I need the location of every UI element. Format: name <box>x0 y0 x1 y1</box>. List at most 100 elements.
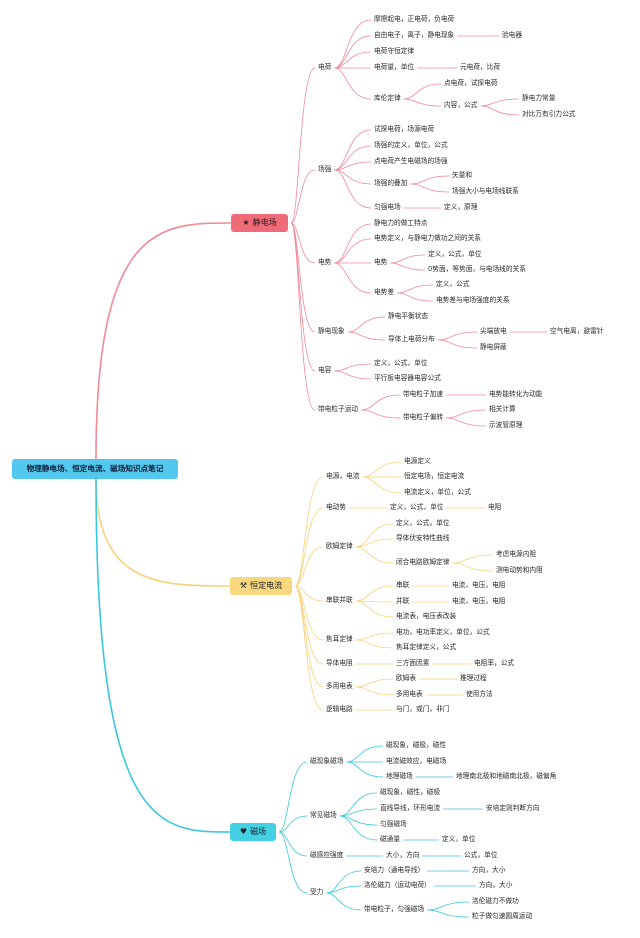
topic-n3a[interactable]: 静电力的做工特点 <box>374 219 428 227</box>
topic-m7[interactable]: 多用电表 <box>326 682 353 690</box>
topic-c2d1[interactable]: 定义，单位 <box>442 835 476 843</box>
topic-n1d[interactable]: 电荷量，单位 <box>374 63 415 71</box>
topic-n1e1[interactable]: 点电荷，试探电荷 <box>444 79 498 87</box>
topic-c1a[interactable]: 磁现象，磁极，磁性 <box>386 741 447 749</box>
topic-n6b1[interactable]: 相关计算 <box>489 405 516 413</box>
topic-c2[interactable]: 常见磁场 <box>310 811 337 819</box>
branch-magnetic-field[interactable]: ♥磁场 <box>230 823 276 841</box>
topic-m2[interactable]: 电动势 <box>326 503 347 511</box>
root-topic[interactable]: 物理静电场、恒定电流、磁场知识点笔记 <box>12 459 178 479</box>
topic-n5[interactable]: 电容 <box>318 366 332 374</box>
topic-n4a[interactable]: 静电平衡状态 <box>388 312 429 320</box>
topic-n1a[interactable]: 摩擦起电，正电荷，负电荷 <box>374 15 455 23</box>
topic-n6b[interactable]: 带电粒子偏转 <box>403 413 444 421</box>
topic-n3c1[interactable]: 定义，公式，单位 <box>428 250 482 258</box>
topic-c2a[interactable]: 磁现象，磁性，磁极 <box>380 788 441 796</box>
topic-c4c2[interactable]: 粒子做匀速圆周运动 <box>472 912 533 920</box>
topic-m4a1[interactable]: 电流，电压，电阻 <box>452 581 506 589</box>
topic-m3c2[interactable]: 测电动势和内阻 <box>496 566 543 574</box>
topic-m5[interactable]: 焦耳定律 <box>326 635 353 643</box>
topic-m8a[interactable]: 与门，或门，非门 <box>396 705 450 713</box>
topic-n4b[interactable]: 导体上电荷分布 <box>388 335 435 343</box>
topic-n3d[interactable]: 电势差 <box>374 288 395 296</box>
topic-m1a[interactable]: 电源定义 <box>404 457 431 465</box>
topic-n1e[interactable]: 库伦定律 <box>374 94 401 102</box>
topic-m2a[interactable]: 定义，公式，单位 <box>390 503 444 511</box>
topic-c1c[interactable]: 地理磁场 <box>386 772 413 780</box>
branch-electrostatic-field[interactable]: ★静电场 <box>231 214 288 232</box>
topic-m7b[interactable]: 多用电表 <box>396 690 423 698</box>
topic-m3c[interactable]: 闭合电路欧姆定律 <box>396 558 450 566</box>
topic-m1[interactable]: 电源，电流 <box>326 472 360 480</box>
topic-m4a[interactable]: 串联 <box>396 581 410 589</box>
topic-m3c1[interactable]: 考虑电源内阻 <box>496 550 537 558</box>
topic-c4b1[interactable]: 方向，大小 <box>479 881 513 889</box>
topic-c3[interactable]: 磁感应强度 <box>310 851 344 859</box>
topic-n3b[interactable]: 电势定义，与静电力做功之间的关系 <box>374 234 481 242</box>
topic-c2c[interactable]: 匀强磁场 <box>380 820 407 828</box>
topic-c1c1[interactable]: 地理南北极和地磁南北极，磁偏角 <box>456 772 557 780</box>
topic-m3a[interactable]: 定义，公式，单位 <box>396 519 450 527</box>
topic-n2a[interactable]: 试探电荷，场源电荷 <box>374 125 435 133</box>
topic-n1e2[interactable]: 内容，公式 <box>444 101 478 109</box>
topic-n2e[interactable]: 匀强电场 <box>374 203 401 211</box>
topic-c3a1[interactable]: 公式，单位 <box>464 851 498 859</box>
topic-n6[interactable]: 带电粒子运动 <box>318 405 359 413</box>
topic-c2d[interactable]: 磁通量 <box>380 835 401 843</box>
topic-n3d1[interactable]: 定义，公式 <box>436 280 470 288</box>
topic-m4[interactable]: 串联并联 <box>326 596 353 604</box>
topic-m1c[interactable]: 电流定义，单位，公式 <box>404 488 471 496</box>
topic-n1[interactable]: 电荷 <box>318 63 332 71</box>
topic-m3b[interactable]: 导体伏安特性曲线 <box>396 534 450 542</box>
topic-n1d1[interactable]: 元电荷，比荷 <box>460 63 501 71</box>
topic-m4b[interactable]: 并联 <box>396 597 410 605</box>
topic-n4b2[interactable]: 静电屏蔽 <box>480 343 507 351</box>
topic-n3c[interactable]: 电势 <box>374 258 388 266</box>
topic-m1b[interactable]: 恒定电场，恒定电流 <box>404 472 465 480</box>
topic-n6a[interactable]: 带电粒子加速 <box>403 390 444 398</box>
topic-n3[interactable]: 电势 <box>318 258 332 266</box>
topic-m4c[interactable]: 电流表，电压表改装 <box>396 612 457 620</box>
topic-n2c[interactable]: 点电荷产生电磁场的场强 <box>374 157 448 165</box>
topic-c2b[interactable]: 直线导线，环形电流 <box>380 804 441 812</box>
topic-n4b1a[interactable]: 空气电离，避雷针 <box>550 327 604 335</box>
topic-n2d[interactable]: 场强的叠加 <box>374 179 408 187</box>
topic-n2[interactable]: 场强 <box>318 165 332 173</box>
topic-n1c[interactable]: 电荷守恒定律 <box>374 47 415 55</box>
topic-m2a1[interactable]: 电阻 <box>488 503 502 511</box>
branch-constant-current[interactable]: ⚒恒定电流 <box>230 577 292 595</box>
topic-n2e1[interactable]: 定义，原理 <box>444 203 478 211</box>
topic-n4[interactable]: 静电现象 <box>318 327 345 335</box>
topic-m3[interactable]: 欧姆定律 <box>326 542 353 550</box>
topic-m8[interactable]: 逻辑电路 <box>326 705 353 713</box>
topic-m7a1[interactable]: 推理过程 <box>460 674 487 682</box>
topic-n2b[interactable]: 场强的定义，单位，公式 <box>374 141 448 149</box>
topic-c4a[interactable]: 安培力（通电导线） <box>364 866 425 874</box>
topic-m5a[interactable]: 电功，电功率定义，单位，公式 <box>396 628 490 636</box>
topic-c4c1[interactable]: 洛伦磁力不做功 <box>472 897 519 905</box>
topic-m6a1[interactable]: 电阻率，公式 <box>474 659 515 667</box>
topic-c1[interactable]: 磁现象磁场 <box>310 757 344 765</box>
topic-c4[interactable]: 受力 <box>310 888 324 896</box>
topic-m6a[interactable]: 三方面因素 <box>396 659 430 667</box>
topic-n2d1[interactable]: 矢量和 <box>452 171 473 179</box>
topic-m4b1[interactable]: 电流，电压，电阻 <box>452 597 506 605</box>
topic-n5b[interactable]: 平行板电容器电容公式 <box>374 374 441 382</box>
topic-m6[interactable]: 导体电阻 <box>326 659 353 667</box>
topic-n6a1[interactable]: 电势能转化为动能 <box>489 390 543 398</box>
topic-n4b1[interactable]: 尖端放电 <box>480 327 507 335</box>
topic-n1b[interactable]: 自由电子，离子，静电现象 <box>374 31 455 39</box>
topic-m7b1[interactable]: 使用方法 <box>466 690 493 698</box>
topic-m7a[interactable]: 欧姆表 <box>396 674 417 682</box>
topic-c4b[interactable]: 洛伦磁力（运动电荷） <box>364 881 431 889</box>
topic-n6b2[interactable]: 示波管原理 <box>489 421 523 429</box>
topic-n3d2[interactable]: 电势差与电场强度的关系 <box>436 296 510 304</box>
topic-n1e2a[interactable]: 静电力常量 <box>522 94 556 102</box>
topic-n3c2[interactable]: 0势面，等势面，与电场线的关系 <box>428 265 526 273</box>
topic-c2b1[interactable]: 安培定则判断方向 <box>486 804 540 812</box>
topic-n1e2b[interactable]: 对比万有引力公式 <box>522 110 576 118</box>
topic-c3a[interactable]: 大小，方向 <box>386 851 420 859</box>
topic-n5a[interactable]: 定义，公式，单位 <box>374 359 428 367</box>
topic-c4a1[interactable]: 方向，大小 <box>472 866 506 874</box>
topic-m5b[interactable]: 焦耳定律定义，公式 <box>396 643 457 651</box>
